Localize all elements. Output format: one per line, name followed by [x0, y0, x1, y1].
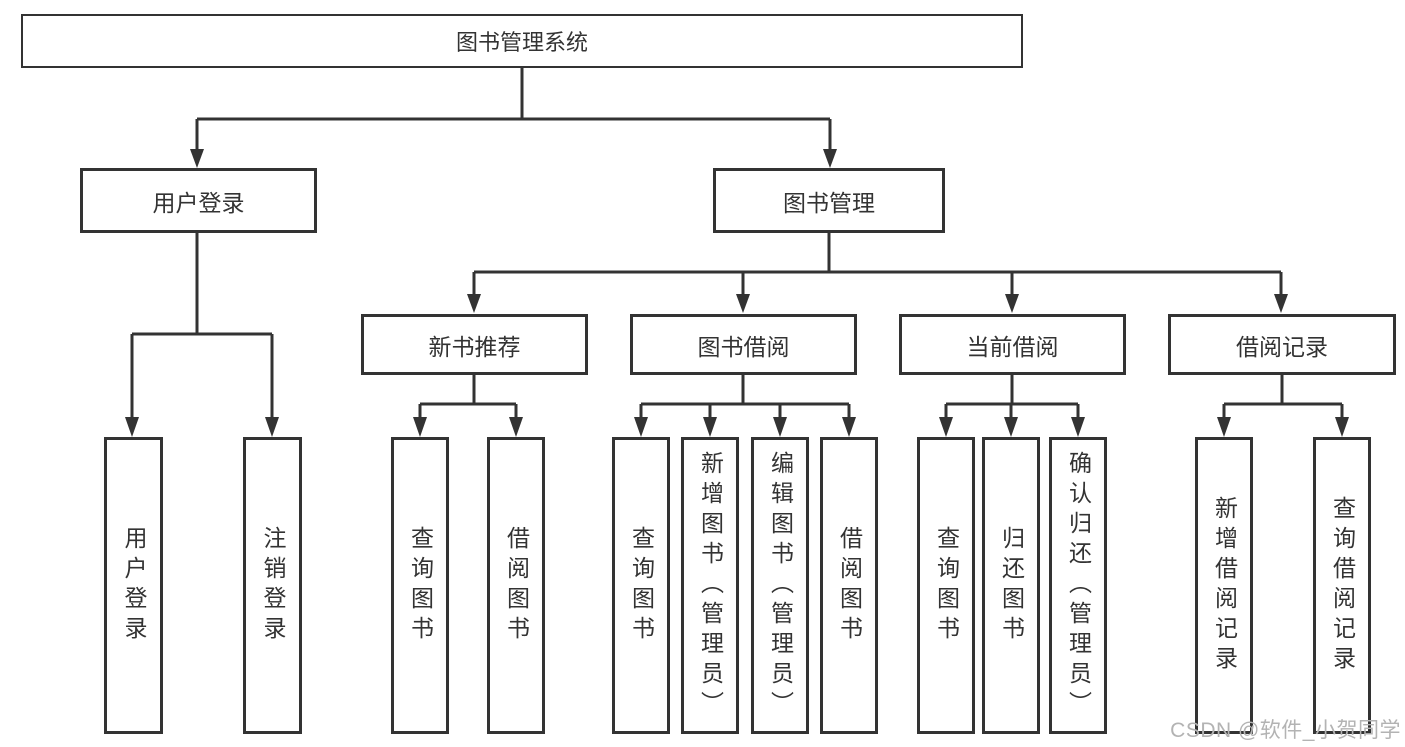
connector-borrow-to-leaves	[634, 374, 856, 437]
node-book-management: 图书管理	[713, 168, 945, 233]
arrowhead	[467, 294, 481, 313]
arrowhead	[125, 417, 139, 437]
node-current-borrow-label: 当前借阅	[966, 333, 1059, 360]
connector-bookmgmt-to-level3	[467, 232, 1288, 313]
leaf-search-books-current: 查询图书	[917, 437, 975, 734]
arrowhead	[1004, 417, 1018, 437]
leaf-borrow-books-recommend: 借阅图书	[487, 437, 545, 734]
node-new-book-recommend: 新书推荐	[361, 314, 588, 375]
arrowhead	[736, 294, 750, 313]
connector-records-to-leaves	[1217, 374, 1349, 437]
arrowhead	[1217, 417, 1231, 437]
connector-newbooks-to-leaves	[413, 374, 523, 437]
csdn-watermark: CSDN @软件_小贺同学	[1170, 719, 1401, 742]
arrowhead	[634, 417, 648, 437]
arrowhead	[1071, 417, 1085, 437]
leaf-user-login-label: 用户登录	[121, 525, 147, 646]
arrowhead	[842, 417, 856, 437]
node-book-management-label: 图书管理	[783, 189, 875, 216]
node-user-login-label: 用户登录	[152, 189, 245, 216]
arrowhead	[823, 149, 837, 168]
leaf-borrow-books-label: 借阅图书	[836, 525, 863, 646]
leaf-search-books-current-label: 查询图书	[933, 525, 960, 646]
leaf-logout: 注销登录	[243, 437, 302, 734]
arrowhead	[703, 417, 717, 437]
arrowhead	[773, 417, 787, 437]
leaf-return-books: 归还图书	[982, 437, 1040, 734]
arrowhead	[413, 417, 427, 437]
arrowhead	[265, 417, 279, 437]
leaf-borrow-books: 借阅图书	[820, 437, 878, 734]
node-current-borrow: 当前借阅	[899, 314, 1126, 375]
arrowhead	[1274, 294, 1288, 313]
leaf-user-login: 用户登录	[104, 437, 163, 734]
node-root: 图书管理系统	[21, 14, 1023, 68]
arrowhead	[939, 417, 953, 437]
arrowhead	[1335, 417, 1349, 437]
leaf-edit-books-admin: 编辑图书（管理员）	[751, 437, 809, 734]
leaf-logout-label: 注销登录	[260, 525, 286, 646]
leaf-search-books-borrow-label: 查询图书	[628, 525, 655, 646]
connector-userlogin-to-leaves	[125, 232, 279, 437]
leaf-add-books-admin-label: 新增图书（管理员）	[697, 450, 724, 721]
node-borrow-records-label: 借阅记录	[1236, 333, 1328, 360]
node-root-label: 图书管理系统	[455, 30, 588, 55]
leaf-borrow-books-recommend-label: 借阅图书	[503, 525, 530, 646]
leaf-return-books-label: 归还图书	[998, 525, 1025, 646]
leaf-edit-books-admin-label: 编辑图书（管理员）	[767, 450, 794, 721]
leaf-search-books-recommend-label: 查询图书	[407, 525, 434, 646]
leaf-search-borrow-record: 查询借阅记录	[1313, 437, 1371, 734]
leaf-search-books-borrow: 查询图书	[612, 437, 670, 734]
leaf-search-borrow-record-label: 查询借阅记录	[1329, 495, 1356, 676]
leaf-add-borrow-record: 新增借阅记录	[1195, 437, 1253, 734]
leaf-search-books-recommend: 查询图书	[391, 437, 449, 734]
arrowhead	[190, 149, 204, 168]
node-new-book-recommend-label: 新书推荐	[428, 333, 521, 360]
connector-current-to-leaves	[939, 374, 1085, 437]
arrowhead	[509, 417, 523, 437]
node-book-borrow: 图书借阅	[630, 314, 857, 375]
connector-root-to-level2	[190, 68, 837, 168]
node-borrow-records: 借阅记录	[1168, 314, 1396, 375]
leaf-confirm-return-admin: 确认归还（管理员）	[1049, 437, 1107, 734]
node-user-login: 用户登录	[80, 168, 317, 233]
leaf-confirm-return-admin-label: 确认归还（管理员）	[1065, 450, 1092, 721]
leaf-add-borrow-record-label: 新增借阅记录	[1211, 495, 1238, 676]
leaf-add-books-admin: 新增图书（管理员）	[681, 437, 739, 734]
arrowhead	[1005, 294, 1019, 313]
node-book-borrow-label: 图书借阅	[697, 333, 790, 360]
